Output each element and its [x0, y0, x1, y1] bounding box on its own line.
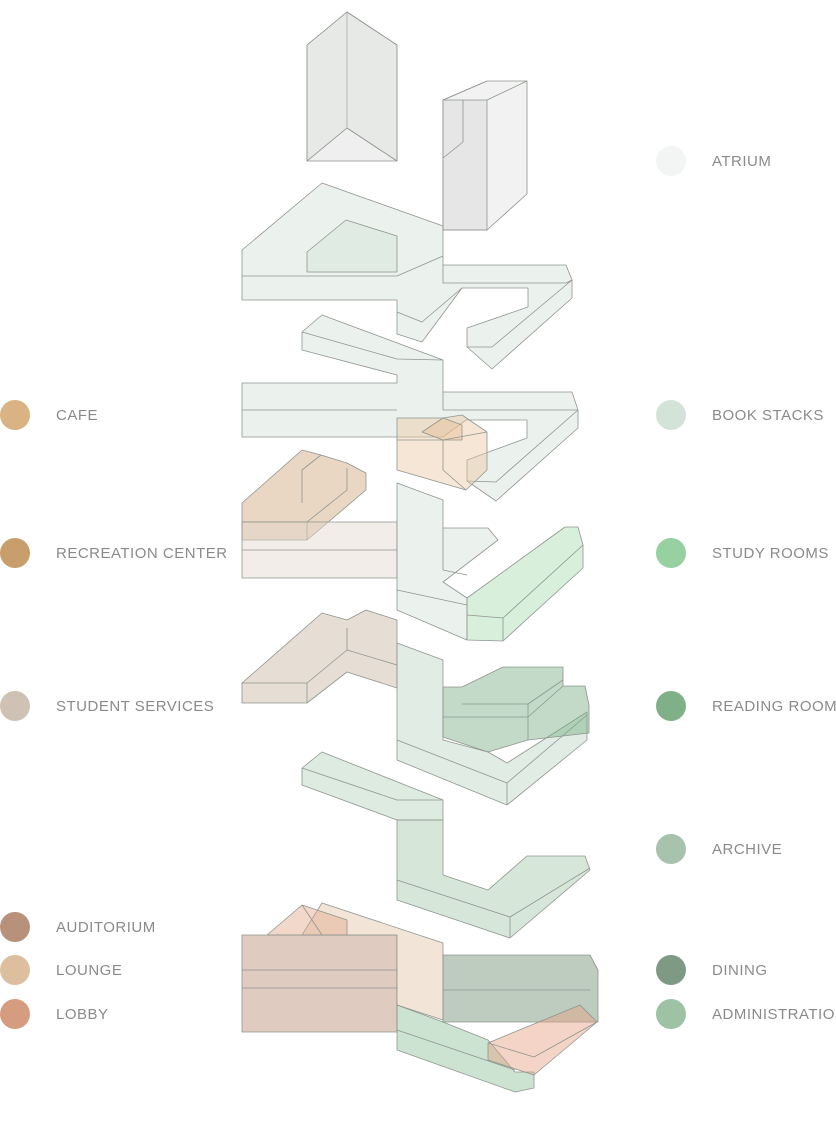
atrium-swatch [656, 146, 686, 176]
cafe-block [397, 415, 487, 490]
legend-label-auditorium: AUDITORIUM [56, 919, 156, 936]
lounge-swatch [0, 955, 30, 985]
legend-item-study-rooms: STUDY ROOMS [656, 538, 829, 568]
student-services-swatch [0, 691, 30, 721]
legend-label-archive: ARCHIVE [712, 841, 782, 858]
archive-swatch [656, 834, 686, 864]
legend-item-lobby: LOBBY [0, 999, 109, 1029]
legend-item-administration: ADMINISTRATION [656, 999, 836, 1029]
dining-swatch [656, 955, 686, 985]
legend-label-administration: ADMINISTRATION [712, 1006, 836, 1023]
student-services-block [242, 610, 397, 703]
legend-label-student-services: STUDENT SERVICES [56, 698, 214, 715]
book-stacks-level-1 [242, 183, 572, 369]
recreation-center-swatch [0, 538, 30, 568]
legend-label-book-stacks: BOOK STACKS [712, 407, 824, 424]
legend-item-student-services: STUDENT SERVICES [0, 691, 214, 721]
atrium-block-left [307, 12, 397, 161]
legend-item-auditorium: AUDITORIUM [0, 912, 156, 942]
legend-label-lobby: LOBBY [56, 1006, 109, 1023]
legend-label-recreation-center: RECREATION CENTER [56, 545, 228, 562]
legend-label-study-rooms: STUDY ROOMS [712, 545, 829, 562]
study-rooms-swatch [656, 538, 686, 568]
legend-label-lounge: LOUNGE [56, 962, 122, 979]
legend-item-book-stacks: BOOK STACKS [656, 400, 824, 430]
legend-item-atrium: ATRIUM [656, 146, 771, 176]
lobby-swatch [0, 999, 30, 1029]
administration-swatch [656, 999, 686, 1029]
reading-room-swatch [656, 691, 686, 721]
legend-item-lounge: LOUNGE [0, 955, 122, 985]
legend-label-dining: DINING [712, 962, 768, 979]
legend-label-atrium: ATRIUM [712, 153, 771, 170]
archive-lower-block [397, 820, 590, 938]
atrium-block-right [443, 81, 527, 230]
legend-label-reading-room: READING ROOM [712, 698, 836, 715]
legend-item-recreation-center: RECREATION CENTER [0, 538, 228, 568]
legend-label-cafe: CAFE [56, 407, 98, 424]
auditorium-block [242, 935, 397, 1032]
legend-item-cafe: CAFE [0, 400, 98, 430]
legend-item-archive: ARCHIVE [656, 834, 782, 864]
student-services-shelf [242, 522, 397, 578]
cafe-swatch [0, 400, 30, 430]
auditorium-swatch [0, 912, 30, 942]
legend-item-reading-room: READING ROOM [656, 691, 836, 721]
legend-item-dining: DINING [656, 955, 768, 985]
book-stacks-swatch [656, 400, 686, 430]
